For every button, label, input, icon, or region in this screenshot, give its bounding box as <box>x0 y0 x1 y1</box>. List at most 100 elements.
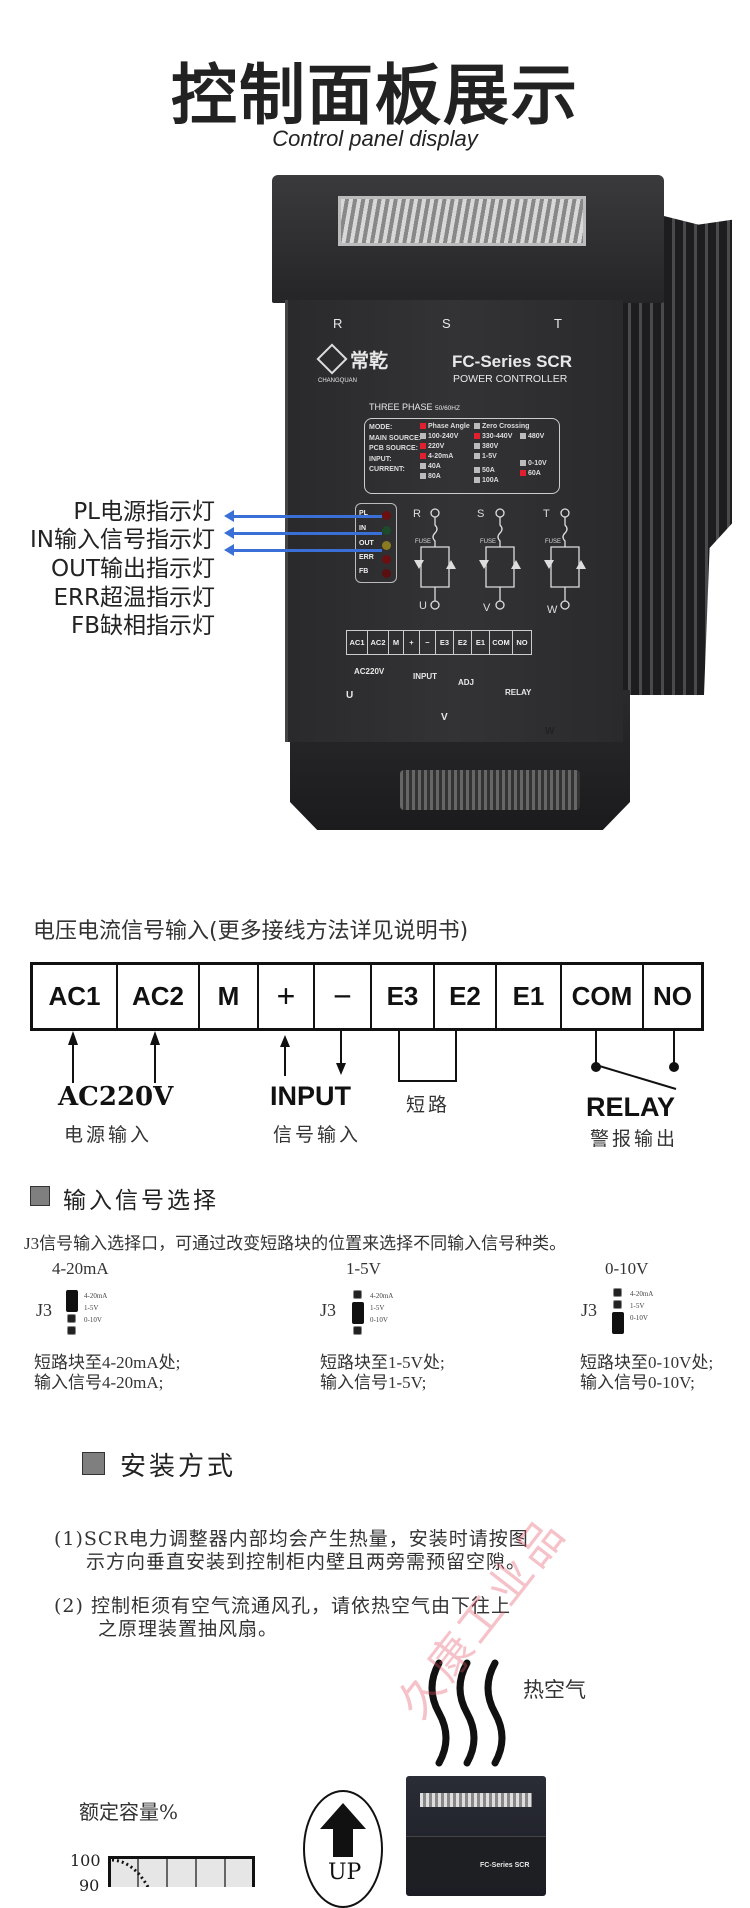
freq-text: 50/60HZ <box>435 405 460 412</box>
wiring-title: 电压电流信号输入(更多接线方法详见说明书) <box>33 919 469 944</box>
install-p1: 示方向垂直安装到控制柜内壁且两旁需预留空隙。 <box>86 1551 527 1573</box>
led-label: IN <box>359 525 366 532</box>
section-square-icon <box>82 1452 105 1475</box>
device-terminal: NO <box>516 638 528 647</box>
relay-sub: 警报输出 <box>590 1128 679 1150</box>
relay-label: RELAY <box>586 1092 676 1122</box>
device-note: RELAY <box>505 688 532 697</box>
callout-out: OUT输出指示灯 <box>51 556 215 582</box>
spec-option: 80A <box>420 473 441 480</box>
spec-option: 4-20mA <box>420 453 453 460</box>
fuse-label: FUSE <box>545 539 561 545</box>
j3-label: J3 <box>581 1300 598 1320</box>
device-note: INPUT <box>413 672 437 681</box>
callout-arrow-icon <box>224 544 382 556</box>
install-heading: 安装方式 <box>120 1452 237 1482</box>
ac-label: AC220V <box>58 1082 174 1112</box>
led-err <box>382 555 391 564</box>
spec-option: 480V <box>520 433 544 440</box>
out-label: U <box>346 690 354 701</box>
led-label: PL <box>359 510 368 517</box>
callout-err: ERR超温指示灯 <box>53 585 216 611</box>
device-terminal: COM <box>490 631 513 654</box>
callout-in: IN输入信号指示灯 <box>30 527 215 553</box>
device-terminal-strip: AC1 AC2 M + − E3 E2 E1 COM NO <box>346 630 532 655</box>
phase-label: T <box>554 316 562 331</box>
option-line1: 短路块至1-5V处; <box>320 1353 445 1372</box>
led-panel: PL IN OUT ERR FB <box>355 503 397 583</box>
vent-grill <box>338 196 586 246</box>
led-label: OUT <box>359 540 374 547</box>
terminal-plus: + <box>259 965 315 1028</box>
out-label: V <box>441 712 448 723</box>
option-line2: 输入信号1-5V; <box>320 1373 427 1392</box>
page-subtitle: Control panel display <box>272 126 478 151</box>
wiring-lines <box>68 1031 679 1090</box>
up-label: UP <box>328 1860 362 1885</box>
spec-option: 100A <box>474 477 499 484</box>
phase-label: S <box>477 508 484 520</box>
callout-arrow-icon <box>224 510 382 522</box>
led-label: ERR <box>359 554 374 561</box>
capacity-label: 额定容量% <box>79 1800 179 1824</box>
j3-label: J3 <box>320 1300 337 1320</box>
terminal-e1: E1 <box>497 965 562 1028</box>
option-line1: 短路块至0-10V处; <box>580 1353 714 1372</box>
capacity-tick: 90 <box>79 1876 100 1895</box>
spec-label: PCB SOURCE: <box>369 445 419 452</box>
small-vent-grill <box>420 1793 532 1807</box>
capacity-chart <box>108 1856 255 1887</box>
terminal-no: NO <box>653 981 692 1011</box>
device-terminal: + <box>404 631 420 654</box>
device-terminal: AC1 <box>347 631 368 654</box>
device-terminal: − <box>420 631 436 654</box>
hot-air-waves-icon <box>428 1659 506 1767</box>
hot-air-label: 热空气 <box>523 1678 586 1702</box>
spec-label: MAIN SOURCE: <box>369 434 422 442</box>
input-select-intro: J3信号输入选择口，可通过改变短路块的位置来选择不同输入信号种类。 <box>24 1234 567 1253</box>
fan-grill <box>400 770 580 810</box>
terminal-diagram: AC1 AC2 M + − E3 E2 E1 COM NO <box>30 962 704 1031</box>
out-label: W <box>545 726 555 737</box>
spec-label: CURRENT: <box>369 466 405 473</box>
phase-label: T <box>543 508 550 520</box>
spec-option: 60A <box>520 470 541 477</box>
spec-box <box>364 418 560 494</box>
page-title: 控制面板展示 <box>171 57 579 134</box>
option-line2: 输入信号4-20mA; <box>34 1373 164 1392</box>
up-arrow-icon <box>320 1803 366 1857</box>
model-name: FC-Series SCR <box>452 352 572 371</box>
device-terminal: E1 <box>472 631 490 654</box>
install-p2: 之原理装置抽风扇。 <box>98 1618 279 1640</box>
small-model: FC-Series SCR <box>480 1862 530 1869</box>
input-select-heading: 输入信号选择 <box>63 1188 219 1214</box>
option-line1: 短路块至4-20mA处; <box>34 1353 181 1372</box>
led-out <box>382 541 391 550</box>
device-note: ADJ <box>458 678 475 687</box>
spec-option: 1-5V <box>474 453 497 460</box>
spec-option: 50A <box>474 467 495 474</box>
terminal-m: M <box>200 965 259 1028</box>
short-label: 短路 <box>406 1094 451 1116</box>
device-note: AC220V <box>354 667 385 676</box>
callout-fb: FB缺相指示灯 <box>70 613 215 639</box>
device-terminal: E3 <box>436 631 454 654</box>
led-label: FB <box>359 568 369 575</box>
small-front-panel <box>406 1836 546 1887</box>
install-p2: (2) 控制柜须有空气流通风孔，请依热空气由下往上 <box>54 1595 511 1617</box>
device-terminal: M <box>389 631 404 654</box>
terminal-minus: − <box>315 965 372 1028</box>
spec-option: Phase Angle <box>420 423 470 430</box>
out-label: W <box>547 604 558 616</box>
ac-sub: 电源输入 <box>64 1124 153 1146</box>
phase-text: THREE PHASE <box>369 402 433 412</box>
spec-label: MODE: <box>369 424 393 431</box>
spec-option: 380V <box>474 443 498 450</box>
callout-pl: PL电源指示灯 <box>73 499 215 525</box>
spec-label: INPUT: <box>369 455 392 463</box>
scr-circuit-diagram: FUSE FUSE FUSE R S T U V W <box>413 508 586 616</box>
phase-label: R <box>333 316 343 331</box>
